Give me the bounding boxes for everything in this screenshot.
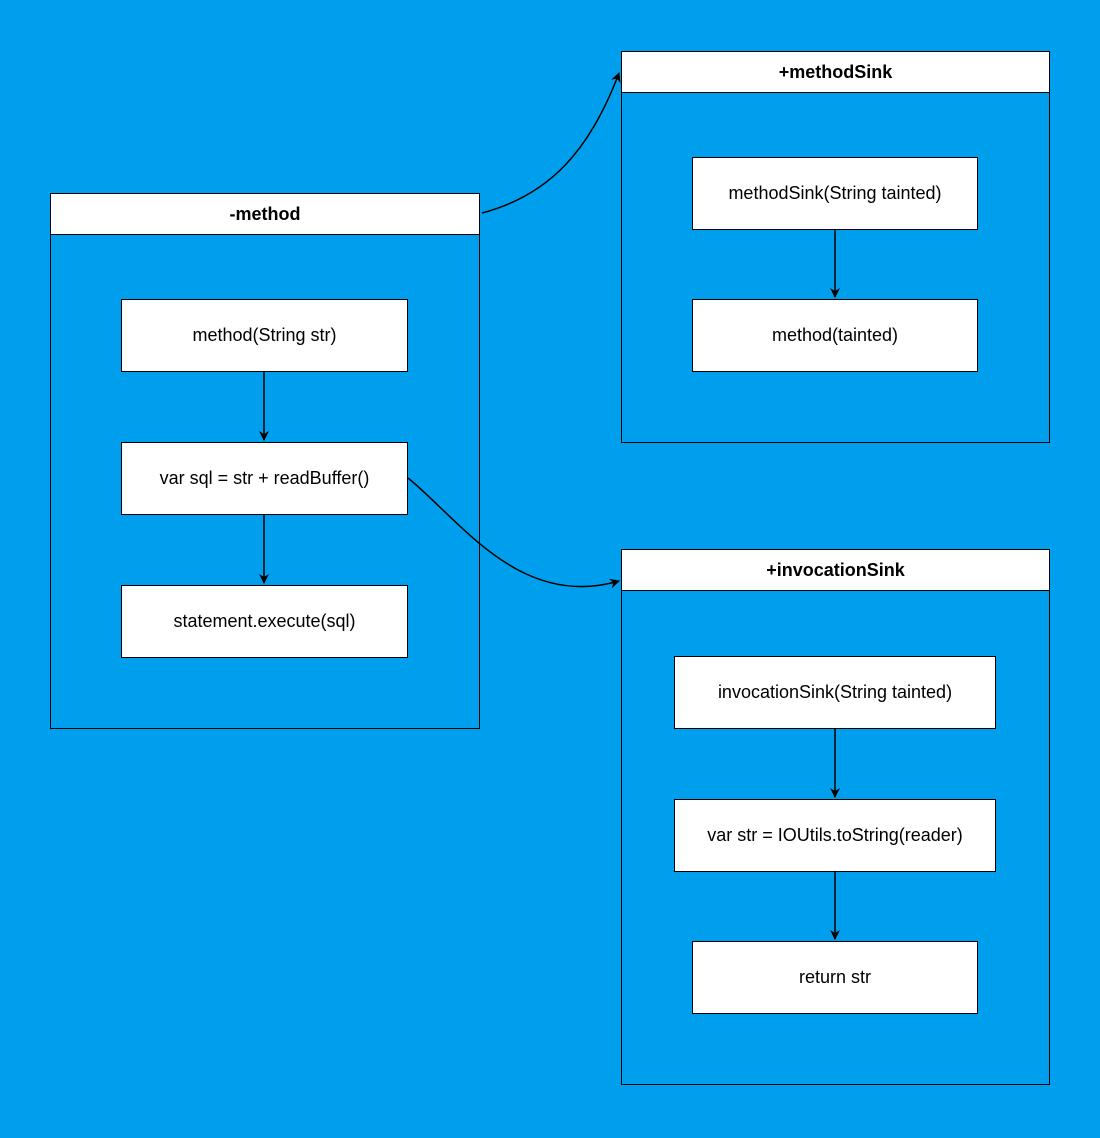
group-method-sink: +methodSink — [621, 51, 1050, 443]
node-return-str: return str — [692, 941, 978, 1014]
node-invocation-sink-signature: invocationSink(String tainted) — [674, 656, 996, 729]
group-method-sink-title: +methodSink — [622, 52, 1049, 93]
node-ioutils-to-string: var str = IOUtils.toString(reader) — [674, 799, 996, 872]
group-invocation-sink-title: +invocationSink — [622, 550, 1049, 591]
group-method-title: -method — [51, 194, 479, 235]
node-statement-execute: statement.execute(sql) — [121, 585, 408, 658]
edge-method-group-to-method-sink — [481, 72, 621, 214]
node-method-sink-signature: methodSink(String tainted) — [692, 157, 978, 230]
node-sql-assignment: var sql = str + readBuffer() — [121, 442, 408, 515]
node-method-call-tainted: method(tainted) — [692, 299, 978, 372]
node-method-signature: method(String str) — [121, 299, 408, 372]
